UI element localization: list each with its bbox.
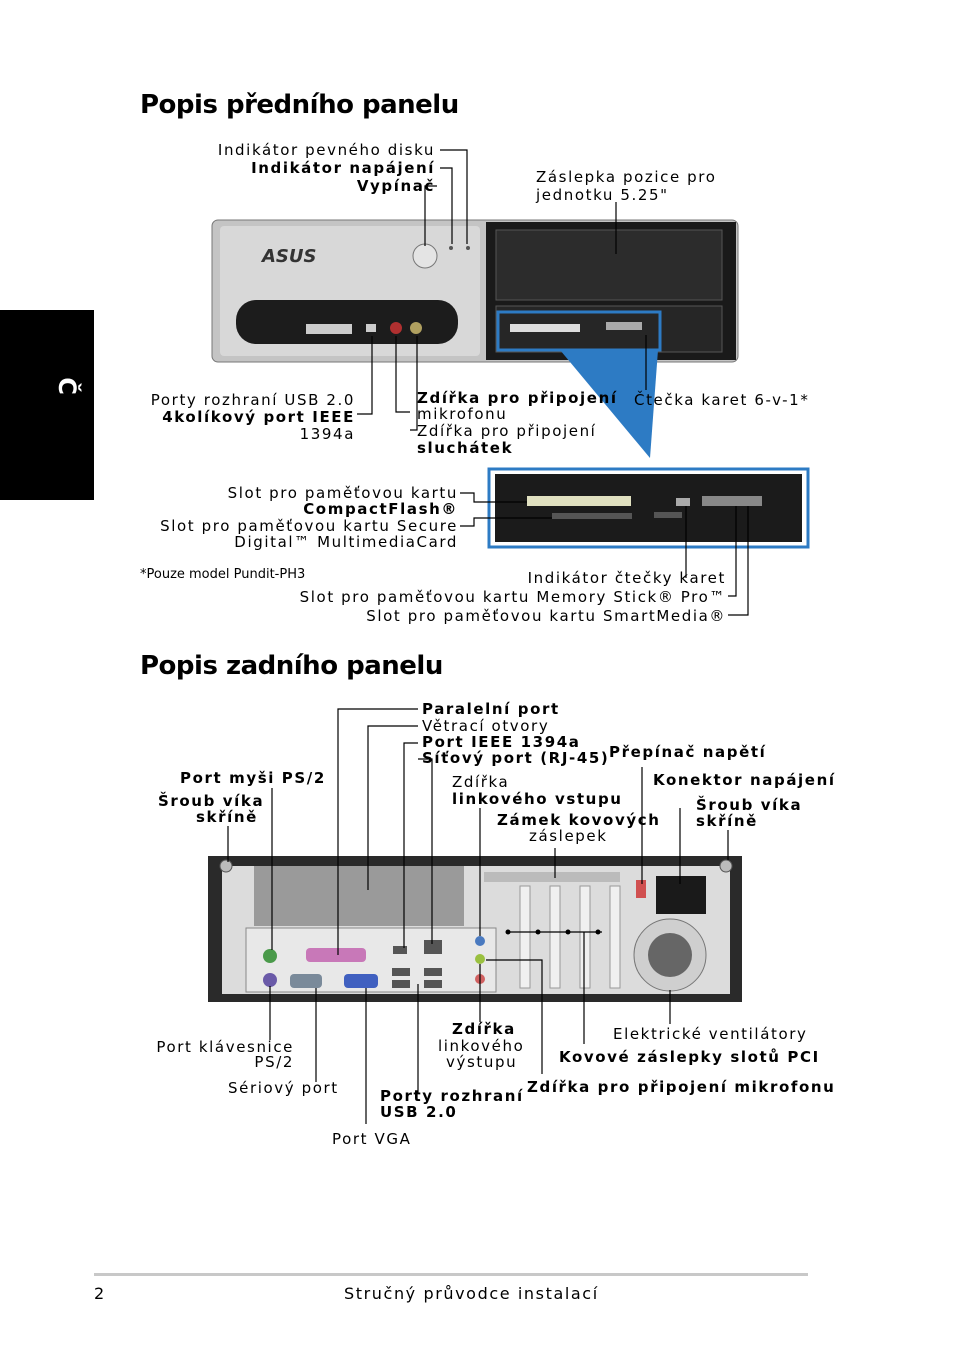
line-in-label-2: linkového vstupu xyxy=(452,790,623,808)
front-panel-title: Popis předního panelu xyxy=(140,90,459,120)
bay-cover-label-1: Záslepka pozice pro xyxy=(536,168,717,186)
sm-slot-label: Slot pro paměťovou kartu SmartMedia® xyxy=(366,607,726,625)
rear-ieee-label: Port IEEE 1394a xyxy=(422,733,581,751)
screw-left-label-1: Šroub víka xyxy=(158,792,265,810)
fans-label: Elektrické ventilátory xyxy=(613,1025,808,1043)
bay-cover-label-2: jednotku 5.25" xyxy=(536,186,669,204)
front-hp-label-1: Zdířka pro připojení xyxy=(417,422,597,440)
hdd-led-label: Indikátor pevného disku xyxy=(217,141,435,159)
reader-led-label: Indikátor čtečky karet xyxy=(527,569,726,587)
vga-port-label: Port VGA xyxy=(332,1130,412,1148)
screw-right-label-2: skříně xyxy=(696,812,758,830)
language-tab: Č xyxy=(0,310,94,500)
power-led-label: Indikátor napájení xyxy=(251,159,435,177)
front-panel-image: ASUS xyxy=(211,219,739,363)
voltage-switch-label: Přepínač napětí xyxy=(609,743,767,761)
screw-right-label-1: Šroub víka xyxy=(696,796,803,814)
front-leader-lines xyxy=(357,149,749,616)
card-reader-label: Čtečka karet 6-v-1* xyxy=(634,391,810,409)
lan-port-label: Síťový port (RJ-45) xyxy=(422,749,610,767)
page-number: 2 xyxy=(94,1284,106,1303)
footer-rule xyxy=(94,1273,808,1276)
keyboard-port-label-2: PS/2 xyxy=(254,1053,294,1071)
front-mic-label-2: mikrofonu xyxy=(417,405,508,423)
model-note: *Pouze model Pundit-PH3 xyxy=(140,567,306,582)
rear-mic-label: Zdířka pro připojení mikrofonu xyxy=(527,1078,836,1096)
asus-logo: ASUS xyxy=(260,246,316,267)
screw-left-label-2: skříně xyxy=(196,808,258,826)
mouse-port-label: Port myši PS/2 xyxy=(180,769,326,787)
front-ieee-label-2: 1394a xyxy=(299,425,355,443)
card-reader-zoom xyxy=(487,467,810,549)
front-hp-label-2: sluchátek xyxy=(417,439,514,457)
lock-label-1: Zámek kovových xyxy=(497,811,661,829)
rear-usb-label-2: USB 2.0 xyxy=(380,1103,458,1121)
ms-slot-label: Slot pro paměťovou kartu Memory Stick® P… xyxy=(299,588,726,606)
front-ieee-label-1: 4kolíkový port IEEE xyxy=(162,408,355,426)
footer-title: Stručný průvodce instalací xyxy=(344,1284,599,1303)
cf-slot-label-1: Slot pro paměťovou kartu xyxy=(227,484,458,502)
rear-panel-title: Popis zadního panelu xyxy=(140,651,443,681)
serial-port-label: Sériový port xyxy=(228,1079,339,1097)
line-out-label-1: Zdířka xyxy=(452,1020,516,1038)
cf-slot-label-2: CompactFlash® xyxy=(303,500,458,518)
vents-label: Větrací otvory xyxy=(422,717,550,735)
front-usb-label: Porty rozhraní USB 2.0 xyxy=(150,391,355,409)
power-switch-label: Vypínač xyxy=(356,177,435,195)
rear-panel-image xyxy=(208,856,742,1002)
keyboard-port-label-1: Port klávesnice xyxy=(156,1038,294,1056)
pci-covers-label: Kovové záslepky slotů PCI xyxy=(559,1048,820,1066)
rear-leader-dots xyxy=(505,929,601,935)
parallel-port-label: Paralelní port xyxy=(422,700,560,718)
zoom-wedge xyxy=(560,350,658,458)
rear-leader-lines xyxy=(227,708,729,1124)
front-mic-label-1: Zdířka pro připojení xyxy=(417,389,618,407)
line-out-label-2: linkového xyxy=(438,1037,525,1055)
sd-slot-label-2: Digital™ MultimediaCard xyxy=(234,533,458,551)
power-connector-label: Konektor napájení xyxy=(653,771,836,789)
line-out-label-3: výstupu xyxy=(446,1053,518,1071)
sd-slot-label-1: Slot pro paměťovou kartu Secure xyxy=(160,517,458,535)
line-in-label-1: Zdířka xyxy=(452,773,510,791)
lock-label-2: záslepek xyxy=(529,827,608,845)
rear-usb-label-1: Porty rozhraní xyxy=(380,1087,524,1105)
